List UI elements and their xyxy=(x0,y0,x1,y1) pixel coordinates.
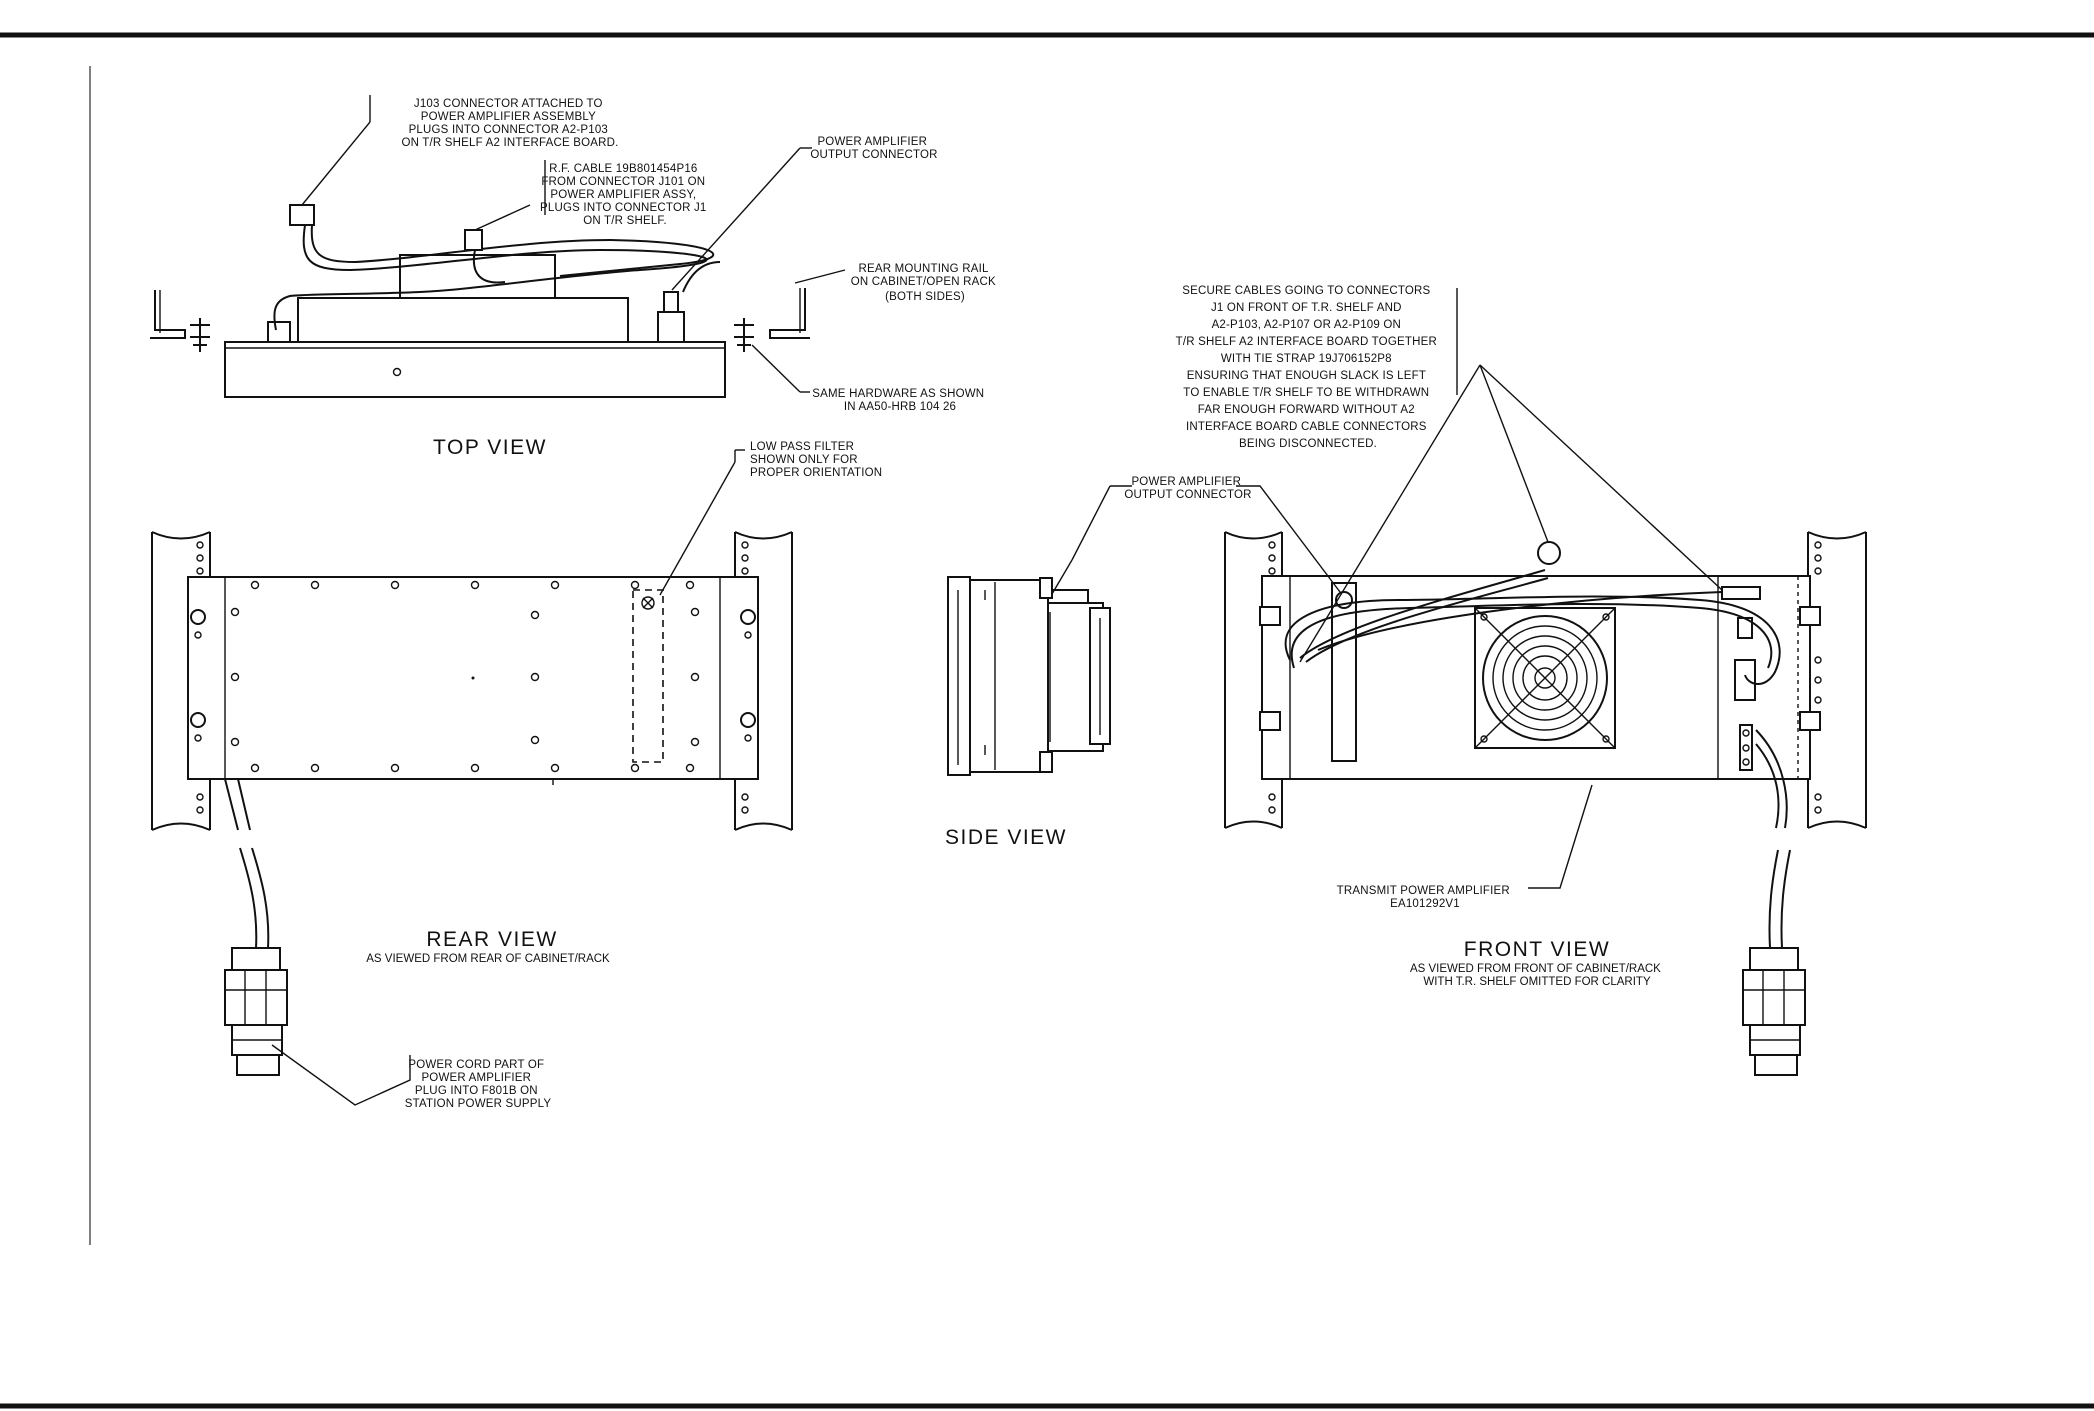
transmit-pa-callout: TRANSMIT POWER AMPLIFIER EA101292V1 xyxy=(1337,885,1514,910)
top-view-title: TOP VIEW xyxy=(433,436,547,459)
secure-line-8: FAR ENOUGH FORWARD WITHOUT A2 xyxy=(1198,404,1415,416)
top-pa-output-line-2: OUTPUT CONNECTOR xyxy=(810,149,937,161)
power-cord-line-3: PLUG INTO F801B ON xyxy=(415,1085,538,1097)
secure-line-5: WITH TIE STRAP 19J706152P8 xyxy=(1221,353,1392,365)
rear-view-subtitle: AS VIEWED FROM REAR OF CABINET/RACK xyxy=(366,953,610,965)
front-pa-output-callout: POWER AMPLIFIER OUTPUT CONNECTOR xyxy=(1124,476,1251,501)
hardware-callout: SAME HARDWARE AS SHOWN IN AA50-HRB 104 2… xyxy=(812,388,987,413)
rf-cable-line-4: PLUGS INTO CONNECTOR J1 xyxy=(540,202,706,214)
j103-callout: J103 CONNECTOR ATTACHED TO POWER AMPLIFI… xyxy=(401,98,618,149)
secure-line-2: J1 ON FRONT OF T.R. SHELF AND xyxy=(1211,302,1402,314)
rear-view-title: REAR VIEW xyxy=(426,928,557,951)
rear-rail-line-1: REAR MOUNTING RAIL xyxy=(858,263,989,275)
secure-line-9: INTERFACE BOARD CABLE CONNECTORS xyxy=(1186,421,1427,433)
rear-view: LOW PASS FILTER SHOWN ONLY FOR PROPER OR… xyxy=(151,441,882,1110)
j103-line-4: ON T/R SHELF A2 INTERFACE BOARD. xyxy=(401,137,618,149)
front-subtitle-line-1: AS VIEWED FROM FRONT OF CABINET/RACK xyxy=(1410,963,1661,975)
transmit-line-1: TRANSMIT POWER AMPLIFIER xyxy=(1337,885,1510,897)
top-pa-output-line-1: POWER AMPLIFIER xyxy=(817,136,927,148)
secure-line-7: TO ENABLE T/R SHELF TO BE WITHDRAWN xyxy=(1183,387,1429,399)
hardware-line-2: IN AA50-HRB 104 26 xyxy=(844,401,956,413)
secure-line-4: T/R SHELF A2 INTERFACE BOARD TOGETHER xyxy=(1176,336,1437,348)
side-view-title: SIDE VIEW xyxy=(945,826,1067,849)
low-pass-line-1: LOW PASS FILTER xyxy=(750,441,854,453)
transmit-line-2: EA101292V1 xyxy=(1390,898,1460,910)
side-view: SIDE VIEW xyxy=(945,485,1132,849)
secure-line-6: ENSURING THAT ENOUGH SLACK IS LEFT xyxy=(1187,370,1426,382)
rf-cable-callout: R.F. CABLE 19B801454P16 FROM CONNECTOR J… xyxy=(540,163,710,227)
j103-line-2: POWER AMPLIFIER ASSEMBLY xyxy=(421,111,596,123)
secure-line-3: A2-P103, A2-P107 OR A2-P109 ON xyxy=(1212,319,1401,331)
front-pa-output-line-1: POWER AMPLIFIER xyxy=(1131,476,1241,488)
j103-line-3: PLUGS INTO CONNECTOR A2-P103 xyxy=(409,124,608,136)
secure-cables-callout: SECURE CABLES GOING TO CONNECTORS J1 ON … xyxy=(1176,285,1441,450)
rf-cable-line-2: FROM CONNECTOR J101 ON xyxy=(541,176,705,188)
power-cord-callout: POWER CORD PART OF POWER AMPLIFIER PLUG … xyxy=(405,1059,552,1110)
rf-cable-line-1: R.F. CABLE 19B801454P16 xyxy=(549,163,697,175)
j103-line-1: J103 CONNECTOR ATTACHED TO xyxy=(414,98,603,110)
page-frame xyxy=(0,32,2094,1409)
front-view-subtitle: AS VIEWED FROM FRONT OF CABINET/RACK WIT… xyxy=(1410,963,1664,988)
top-pa-output-callout: POWER AMPLIFIER OUTPUT CONNECTOR xyxy=(810,136,937,161)
power-cord-line-4: STATION POWER SUPPLY xyxy=(405,1098,552,1110)
low-pass-line-2: SHOWN ONLY FOR xyxy=(750,454,858,466)
power-cord-line-2: POWER AMPLIFIER xyxy=(421,1072,531,1084)
rear-rail-line-3: (BOTH SIDES) xyxy=(885,291,965,303)
rear-rail-callout: REAR MOUNTING RAIL ON CABINET/OPEN RACK … xyxy=(851,263,1000,303)
low-pass-callout: LOW PASS FILTER SHOWN ONLY FOR PROPER OR… xyxy=(750,441,882,479)
hardware-line-1: SAME HARDWARE AS SHOWN xyxy=(812,388,984,400)
front-view-title: FRONT VIEW xyxy=(1464,938,1610,961)
secure-line-10: BEING DISCONNECTED. xyxy=(1239,438,1377,450)
front-pa-output-line-2: OUTPUT CONNECTOR xyxy=(1124,489,1251,501)
front-view: SECURE CABLES GOING TO CONNECTORS J1 ON … xyxy=(1124,285,1867,1076)
top-view: J103 CONNECTOR ATTACHED TO POWER AMPLIFI… xyxy=(150,95,1000,459)
low-pass-line-3: PROPER ORIENTATION xyxy=(750,467,882,479)
rear-rail-line-2: ON CABINET/OPEN RACK xyxy=(851,276,996,288)
rf-cable-line-3: POWER AMPLIFIER ASSY, xyxy=(550,189,696,201)
front-subtitle-line-2: WITH T.R. SHELF OMITTED FOR CLARITY xyxy=(1423,976,1651,988)
power-cord-line-1: POWER CORD PART OF xyxy=(408,1059,544,1071)
secure-line-1: SECURE CABLES GOING TO CONNECTORS xyxy=(1182,285,1430,297)
rf-cable-line-5: ON T/R SHELF. xyxy=(583,215,667,227)
